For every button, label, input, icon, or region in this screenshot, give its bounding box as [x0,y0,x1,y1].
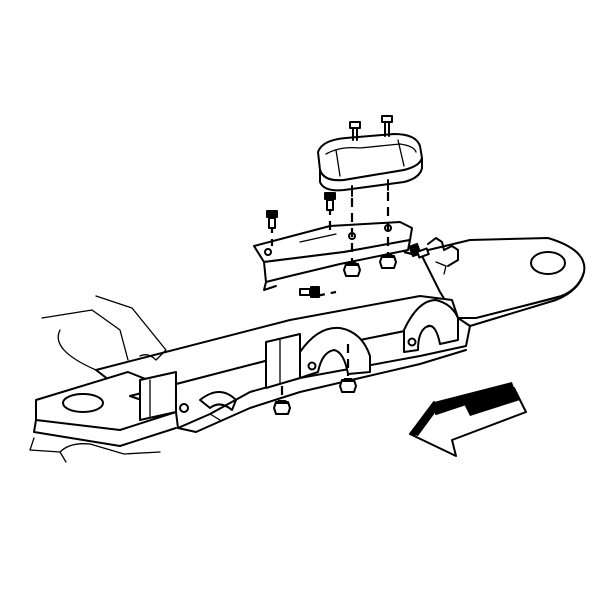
bolt-icon [266,210,278,229]
engine-mount [317,115,423,197]
bolt-icon [324,192,336,211]
arrow-icon [409,382,527,457]
bolts [266,192,430,298]
nuts [273,254,397,415]
bolt-icon [408,242,430,259]
nut-icon [343,262,361,277]
mount-bracket [253,221,413,291]
nut-icon [273,400,291,415]
nut-icon [379,254,397,269]
frame-crossmember [29,237,586,463]
bolt-icon [299,286,320,298]
nut-icon [339,378,357,393]
